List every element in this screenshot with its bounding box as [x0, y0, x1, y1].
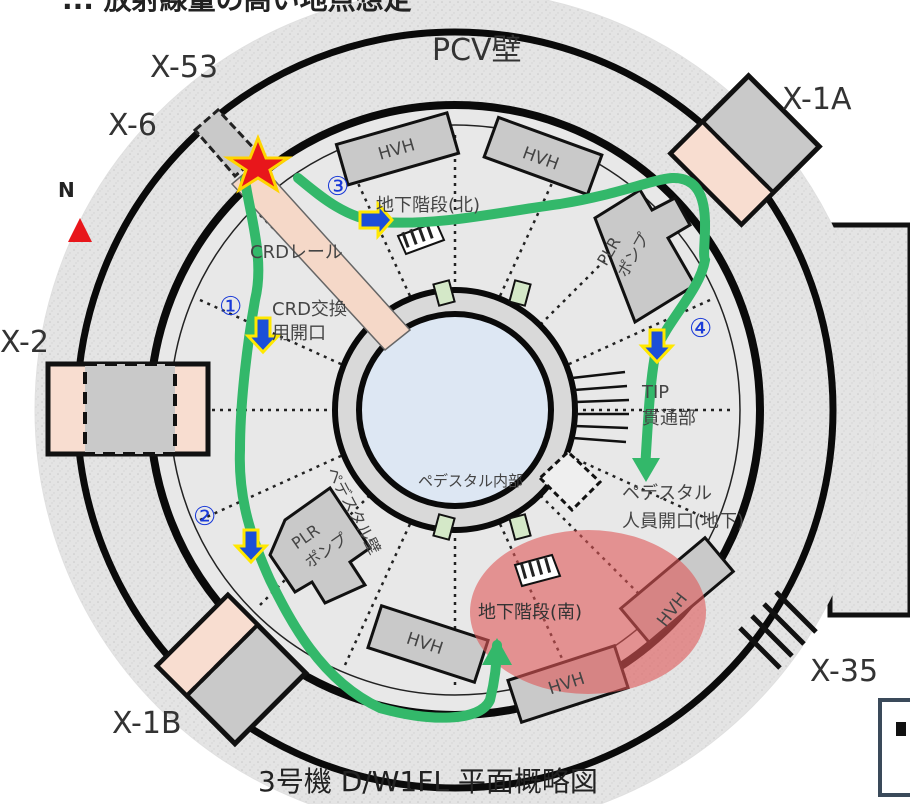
tip-label-text: TIP 貫通部: [642, 382, 696, 429]
tip-label: TIP 貫通部: [642, 380, 696, 432]
pedestal-personnel-opening: [537, 449, 603, 513]
x35-label: X-35: [810, 654, 879, 689]
top-heading-cut: ... 放射線量の高い地点想定: [62, 0, 412, 18]
high-dose-star-icon: [223, 133, 293, 194]
pedestal-small-openings: [432, 279, 532, 541]
legend-box-mark: [896, 722, 906, 736]
stairs-south-icon: [513, 553, 562, 588]
route-marker-2: ②: [193, 502, 217, 532]
diagram-caption: 3号機 D/W1FL 平面概略図: [258, 765, 598, 798]
x1a-label: X-1A: [782, 82, 852, 117]
x35-penetration: [738, 590, 818, 670]
north-arrow-icon: [68, 218, 92, 242]
pedestal-door-text: ペデスタル 人員開口(地下): [622, 483, 745, 532]
x1b-penetration: [153, 591, 310, 748]
x2-label: X-2: [0, 325, 49, 360]
legend-box-fragment: [878, 698, 910, 797]
x2-inner: [83, 362, 177, 456]
route-left-south: [234, 175, 502, 723]
crd-opening-label: CRD交換 用開口: [272, 298, 347, 346]
route-marker-3: ③: [326, 172, 350, 202]
route-marker-1: ①: [219, 292, 243, 322]
north-label: N: [58, 178, 75, 202]
crd-rail-label: CRDレール: [250, 242, 343, 263]
crd-opening-line: CRD交換 用開口: [272, 299, 347, 344]
stairs-south-label: 地下階段(南): [478, 602, 583, 623]
pedestal-interior: [356, 311, 554, 509]
direction-arrows: [232, 200, 676, 565]
pedestal-door-label: ペデスタル 人員開口(地下): [622, 480, 744, 536]
tip-penetration-lines: [571, 370, 630, 444]
plr-pumps: [268, 187, 698, 605]
x53-label: X-53: [150, 50, 219, 85]
route-arrowhead-tip: [632, 458, 660, 482]
x6-label: X-6: [108, 108, 157, 143]
route-arrowhead-south: [482, 638, 512, 665]
pedestal-inside-label: ペデスタル内部: [418, 472, 524, 490]
x1b-label: X-1B: [112, 706, 182, 741]
pcv-wall-label: PCV壁: [432, 33, 522, 68]
stairs-north-label: 地下階段(北): [376, 195, 481, 216]
route-marker-4: ④: [689, 314, 713, 344]
x1a-penetration: [667, 72, 823, 228]
